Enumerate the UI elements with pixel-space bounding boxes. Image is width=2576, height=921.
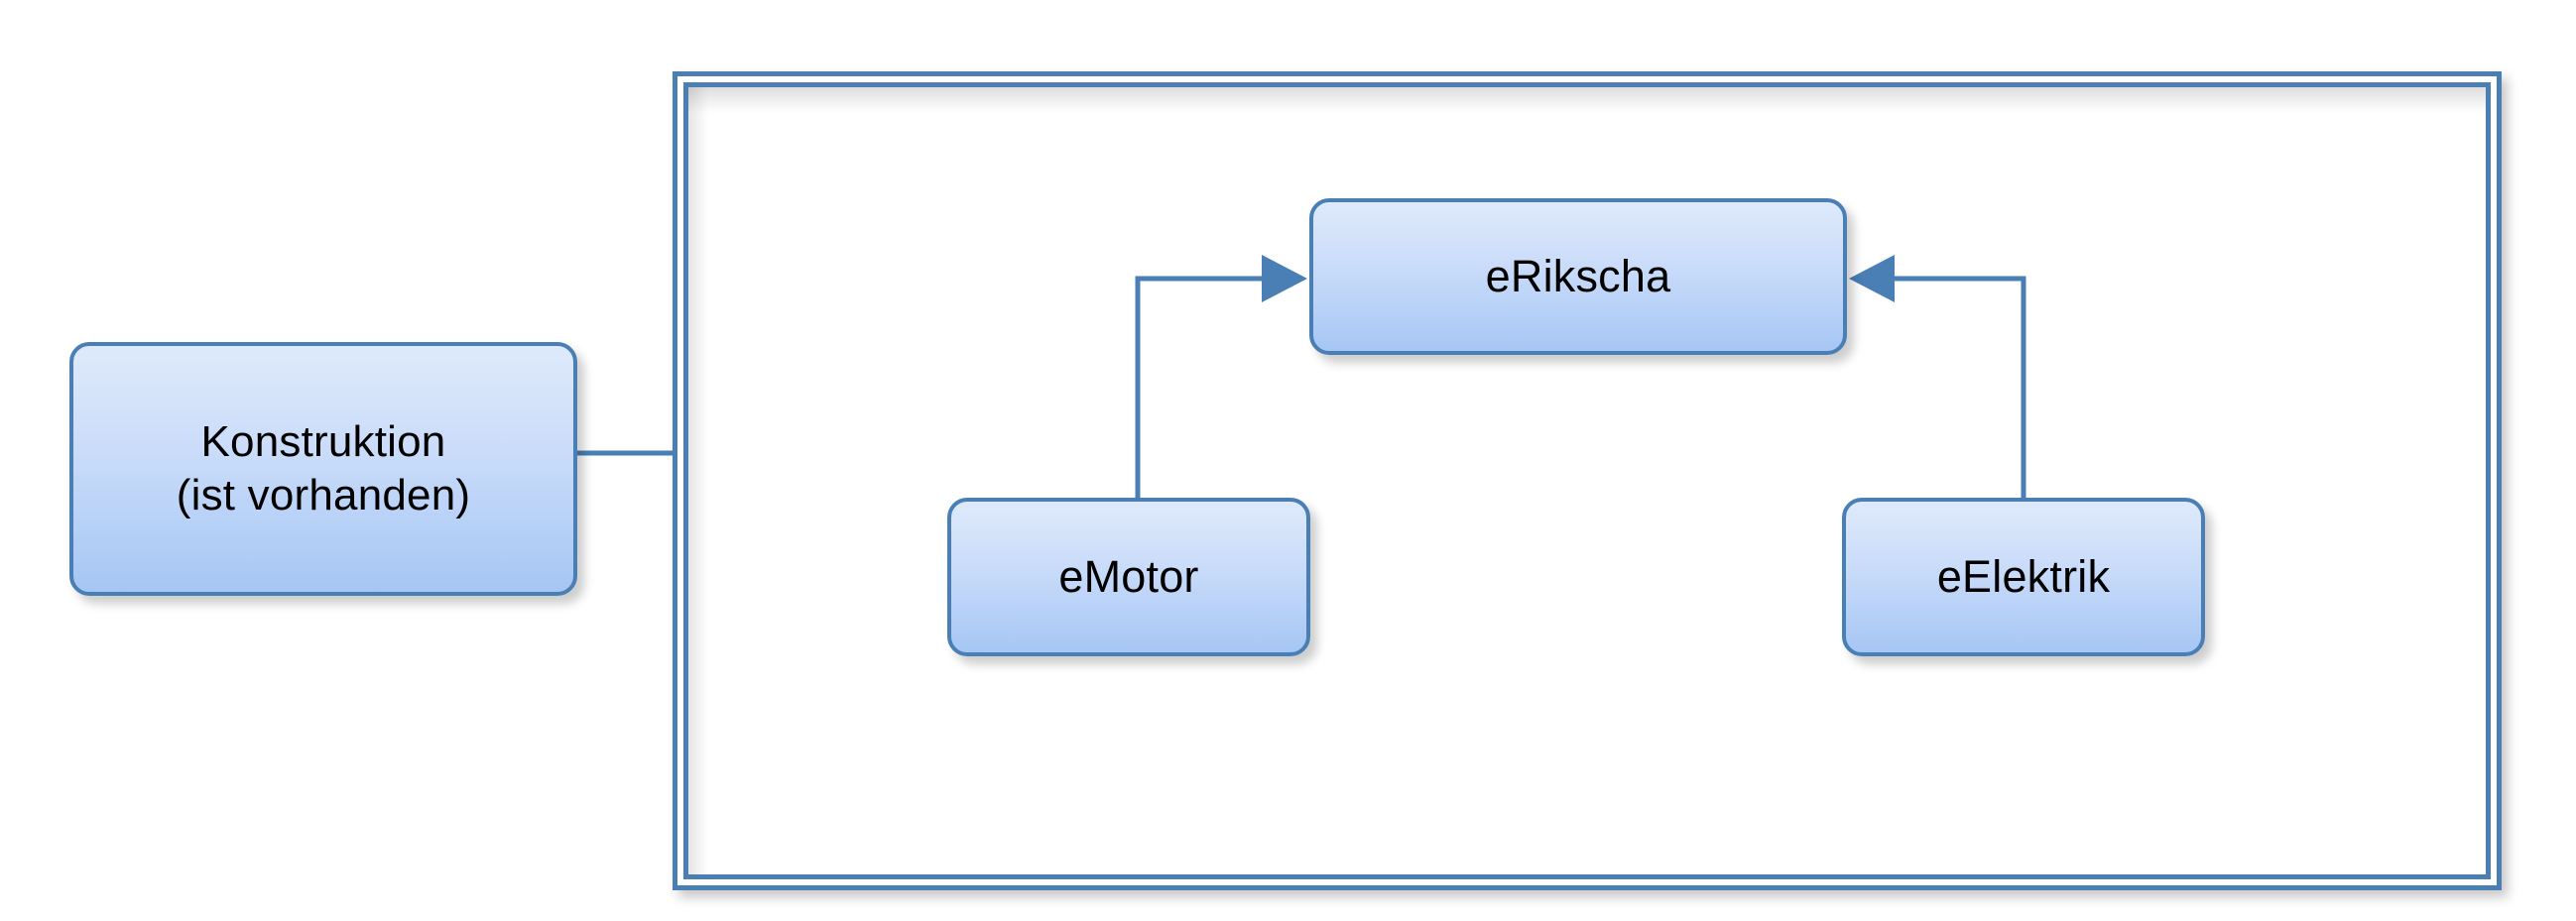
node-eelektrik[interactable]: eElektrik (1842, 498, 2205, 656)
node-emotor[interactable]: eMotor (947, 498, 1310, 656)
group-frame-outer-border (673, 71, 2502, 890)
node-erikscha[interactable]: eRikscha (1309, 198, 1847, 355)
node-konstruktion[interactable]: Konstruktion (ist vorhanden) (69, 342, 577, 596)
